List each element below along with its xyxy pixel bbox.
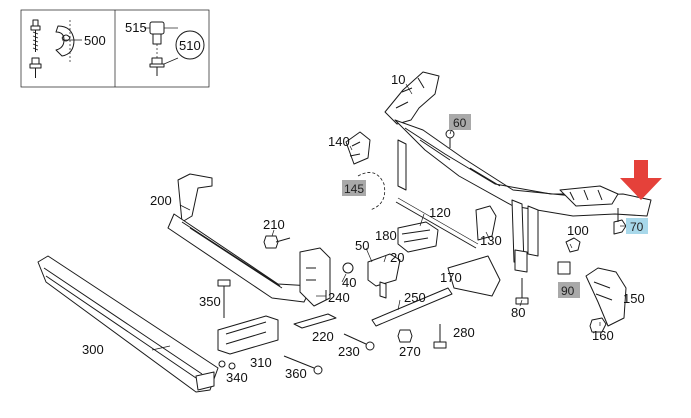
bolt-wrench-icon [29, 19, 82, 78]
label-130: 130 [480, 233, 502, 248]
clip-bolt-icon [144, 21, 205, 76]
label-360: 360 [285, 366, 307, 381]
label-120: 120 [429, 205, 451, 220]
label-80: 80 [511, 305, 525, 320]
label-150: 150 [623, 291, 645, 306]
label-200: 200 [150, 193, 172, 208]
label-60: 60 [453, 116, 467, 130]
label-10: 10 [391, 72, 405, 87]
label-230: 230 [338, 344, 360, 359]
label-160: 160 [592, 328, 614, 343]
legend-label-510: 510 [179, 38, 201, 53]
label-145: 145 [344, 182, 364, 196]
highlight-90 [558, 282, 580, 298]
label-350: 350 [199, 294, 221, 309]
highlight-70 [626, 218, 648, 234]
label-240: 240 [328, 290, 350, 305]
lower-bumper-support [167, 173, 331, 307]
label-180: 180 [375, 228, 397, 243]
bumper-beam [37, 255, 219, 393]
legend-label-500: 500 [84, 33, 106, 48]
label-210: 210 [263, 217, 285, 232]
label-340: 340 [226, 370, 248, 385]
red-down-arrow-icon [620, 160, 662, 200]
label-270: 270 [399, 344, 421, 359]
legend-box: 500 515 510 [20, 9, 210, 88]
label-300: 300 [82, 342, 104, 357]
label-20: 20 [390, 250, 404, 265]
label-250: 250 [404, 290, 426, 305]
label-70: 70 [630, 220, 644, 234]
label-50: 50 [355, 238, 369, 253]
highlight-60 [449, 114, 471, 130]
detail-circle [175, 30, 205, 60]
label-40: 40 [342, 275, 356, 290]
label-220: 220 [312, 329, 334, 344]
label-90: 90 [561, 284, 575, 298]
label-140: 140 [328, 134, 350, 149]
leader-lines [151, 83, 626, 351]
highlight-145 [342, 180, 366, 196]
label-100: 100 [567, 223, 589, 238]
part-labels: 10 60 140 145 70 200 120 210 180 130 100… [82, 72, 645, 385]
label-280: 280 [453, 325, 475, 340]
label-170: 170 [440, 270, 462, 285]
label-310: 310 [250, 355, 272, 370]
fasteners [217, 129, 627, 375]
legend-label-515: 515 [125, 20, 147, 35]
front-end-carrier [345, 71, 652, 273]
